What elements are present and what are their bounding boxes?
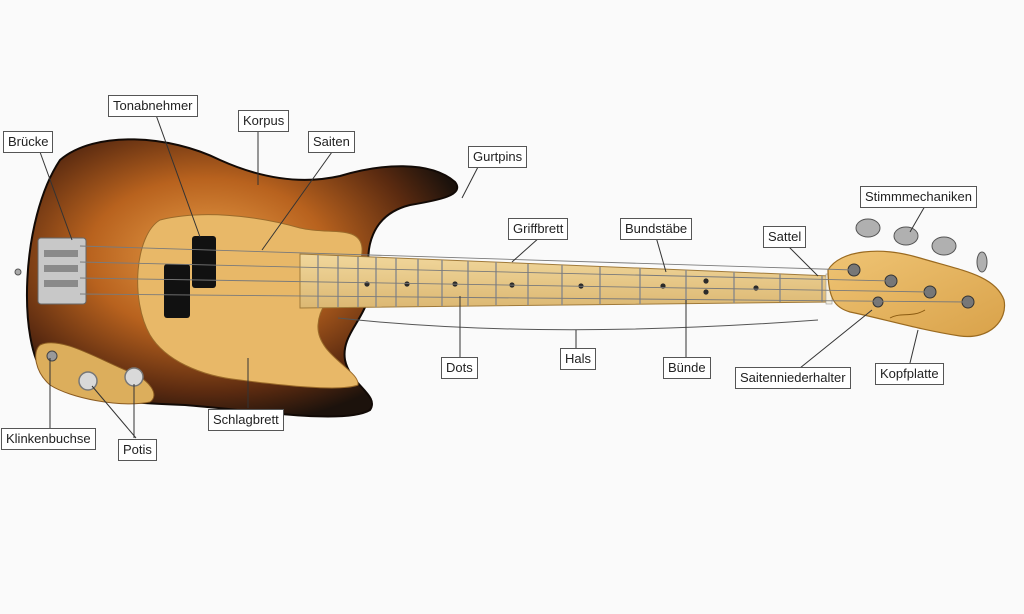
frets — [317, 255, 823, 308]
label-tonabnehmer: Tonabnehmer — [108, 95, 198, 117]
label-buende: Bünde — [663, 357, 711, 379]
label-hals: Hals — [560, 348, 597, 370]
tuners — [855, 218, 988, 273]
label-stimmmechaniken: Stimmmechaniken — [860, 186, 977, 208]
tone-knob — [124, 367, 144, 387]
label-griffbrett: Griffbrett — [508, 218, 569, 240]
label-korpus: Korpus — [238, 110, 290, 132]
leader-lines — [39, 114, 926, 439]
headstock — [827, 250, 1006, 338]
jack-socket — [46, 350, 58, 362]
label-schlagbrett: Schlagbrett — [208, 409, 284, 431]
label-potis: Potis — [118, 439, 157, 461]
strap-pin-body — [14, 268, 22, 276]
label-bundstaebe: Bundstäbe — [620, 218, 693, 240]
control-plate — [35, 342, 155, 405]
label-bruecke: Brücke — [3, 131, 54, 153]
pickup-lower — [164, 264, 190, 318]
label-kopfplatte: Kopfplatte — [875, 363, 944, 385]
label-dots: Dots — [441, 357, 478, 379]
label-gurtpins: Gurtpins — [468, 146, 528, 168]
strings — [79, 245, 969, 303]
tuner-posts — [847, 263, 975, 309]
pickup-upper — [192, 236, 216, 288]
label-sattel: Sattel — [763, 226, 807, 248]
neck-bracket — [337, 317, 819, 331]
label-saitenniederhalter: Saitenniederhalter — [735, 367, 851, 389]
volume-knob — [78, 371, 98, 391]
label-saiten: Saiten — [308, 131, 355, 153]
label-klinkenbuchse: Klinkenbuchse — [1, 428, 96, 450]
